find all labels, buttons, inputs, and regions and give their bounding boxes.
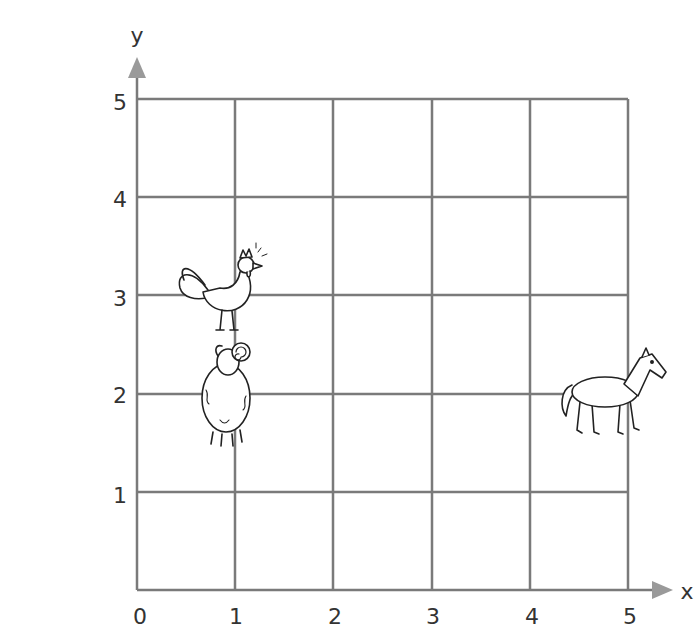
y-tick-number: 3 (113, 286, 127, 311)
y-tick-number-holder: 2 (113, 385, 127, 407)
y-tick-number-holder: 3 (113, 288, 127, 310)
rooster-tail-feather (182, 269, 205, 285)
ram-wool (206, 390, 246, 423)
ram-far-horn (216, 346, 222, 356)
y-axis-arrowhead (128, 57, 146, 78)
y-tick-number: 1 (113, 483, 127, 508)
x-tick-number-holder: 1 (229, 606, 243, 628)
x-tick-number-holder: 5 (623, 606, 637, 628)
x-tick-number: 2 (328, 604, 342, 629)
x-axis-arrowhead (652, 581, 673, 599)
x-tick-number: 4 (525, 604, 539, 629)
rooster-legs (216, 310, 238, 330)
x-tick-number-holder: 4 (525, 606, 539, 628)
y-tick-number: 4 (113, 187, 127, 212)
x-tick-number: 1 (229, 604, 243, 629)
horizontal-grid-lines (137, 99, 628, 492)
rooster-picture (179, 243, 267, 330)
axis-name: x (680, 579, 693, 604)
y-tick-number-holder: 5 (113, 92, 127, 114)
x-tick-number-holder: 2 (328, 606, 342, 628)
rooster-crow-marks (256, 243, 267, 256)
x-tick-number-holder: 3 (426, 606, 440, 628)
x-axis (137, 589, 652, 592)
x-tick-number-holder: 0 (133, 606, 147, 628)
x-tick-number: 0 (133, 604, 147, 629)
x-tick-number: 3 (426, 604, 440, 629)
axis-name-holder: x (680, 581, 693, 603)
horse-ear (642, 348, 649, 357)
y-axis (136, 76, 139, 590)
y-tick-number: 2 (113, 383, 127, 408)
grid-lines (137, 76, 652, 590)
rooster-comb (240, 249, 252, 258)
rooster-head (238, 257, 254, 273)
rooster-wattle (247, 271, 251, 277)
y-tick-number-holder: 1 (113, 485, 127, 507)
ram-horn (232, 343, 250, 361)
y-tick-number-holder: 4 (113, 189, 127, 211)
vertical-grid-lines (235, 99, 628, 590)
y-tick-number: 5 (113, 90, 127, 115)
ram-horn-curl (235, 347, 246, 360)
x-tick-number: 5 (623, 604, 637, 629)
rooster-beak (253, 263, 262, 269)
rooster-body (203, 270, 250, 311)
axis-name-holder: y (130, 25, 143, 47)
axis-name: y (130, 23, 143, 48)
horse-neck-head (624, 354, 666, 396)
ram-picture (202, 343, 250, 446)
horse-eye (651, 361, 653, 363)
horse-picture (562, 348, 666, 434)
